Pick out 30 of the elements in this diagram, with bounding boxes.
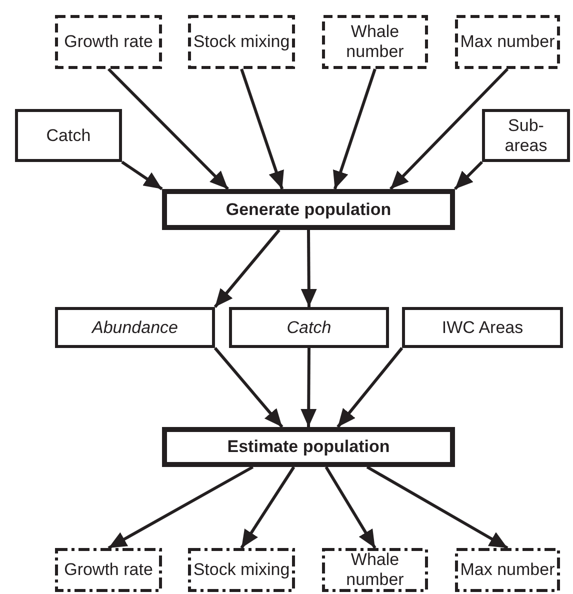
arrow — [336, 347, 404, 428]
data-box: IWC Areas — [402, 307, 563, 348]
data-box: Catch — [229, 307, 389, 348]
arrow — [366, 466, 508, 550]
arrow — [214, 347, 284, 428]
process-box: Estimate population — [162, 427, 455, 467]
process-box: Generate population — [162, 189, 455, 230]
output-box: Max number — [455, 548, 560, 592]
arrow — [107, 68, 229, 190]
output-box: Growth rate — [55, 548, 162, 592]
input-box: Growth rate — [55, 15, 162, 69]
arrow — [240, 68, 284, 190]
output-box: Whale number — [322, 548, 428, 592]
arrow — [333, 68, 376, 190]
data-box: Sub-areas — [482, 109, 570, 162]
arrow — [240, 466, 296, 549]
data-box: Catch — [15, 109, 122, 162]
arrow — [214, 229, 280, 308]
input-box: Whale number — [322, 15, 428, 69]
arrow — [324, 466, 376, 549]
input-box: Max number — [455, 15, 560, 69]
arrow — [454, 160, 484, 190]
data-box: Abundance — [55, 307, 215, 348]
arrow — [300, 230, 317, 308]
arrow — [389, 68, 509, 190]
arrow — [300, 348, 317, 428]
output-box: Stock mixing — [188, 548, 295, 592]
arrow — [121, 160, 163, 190]
input-box: Stock mixing — [188, 15, 295, 69]
arrow — [108, 466, 254, 550]
